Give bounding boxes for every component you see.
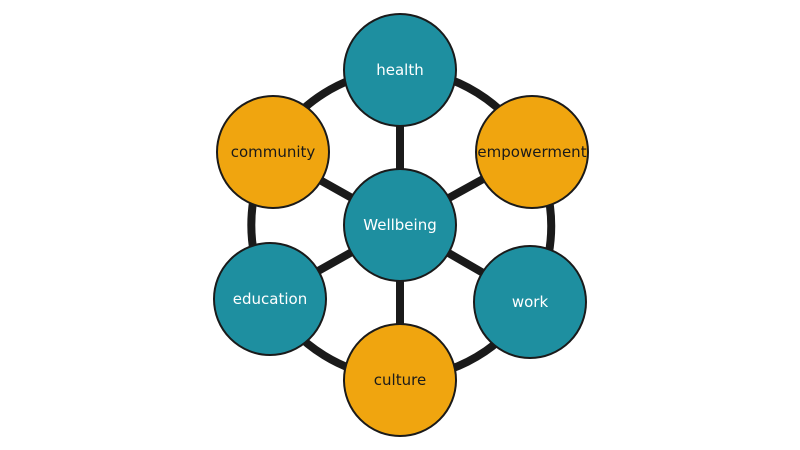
node-health-circle <box>343 13 457 127</box>
node-health-label: health <box>376 61 423 79</box>
node-center-label: Wellbeing <box>363 216 436 234</box>
node-education: education <box>213 242 327 356</box>
node-empowerment: empowerment <box>475 95 589 209</box>
node-work-label: work <box>512 293 549 311</box>
node-work-circle <box>473 245 587 359</box>
node-empowerment-circle <box>475 95 589 209</box>
node-health: health <box>343 13 457 127</box>
node-empowerment-label: empowerment <box>477 143 586 161</box>
node-education-label: education <box>233 290 307 308</box>
node-education-circle <box>213 242 327 356</box>
node-community: community <box>216 95 330 209</box>
node-culture: culture <box>343 323 457 437</box>
node-culture-circle <box>343 323 457 437</box>
node-center-circle <box>343 168 457 282</box>
node-center-wellbeing: Wellbeing <box>343 168 457 282</box>
node-culture-label: culture <box>374 371 426 389</box>
node-community-label: community <box>231 143 316 161</box>
node-work: work <box>473 245 587 359</box>
node-community-circle <box>216 95 330 209</box>
